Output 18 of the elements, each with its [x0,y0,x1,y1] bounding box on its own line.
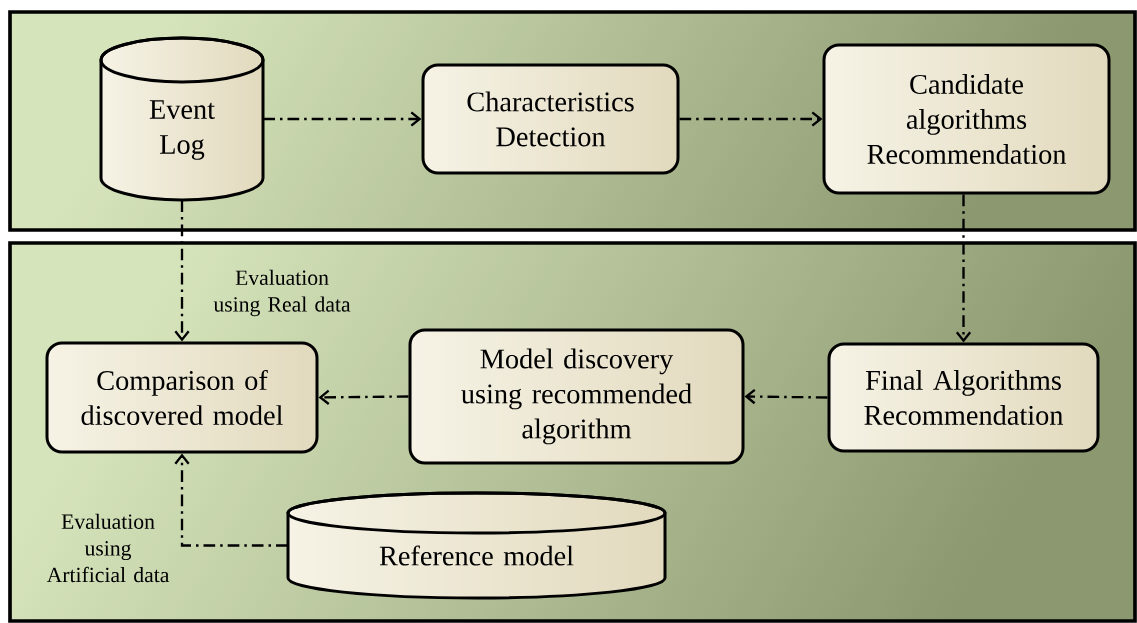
database-cylinder: Reference model [286,491,667,600]
arrow [744,389,828,405]
edge-label: Evaluation using Real data [213,269,351,317]
process-box: Candidate algorithms Recommendation [822,43,1111,195]
panel-background [8,241,1137,623]
arrow [263,111,422,127]
database-cylinder: Event Log [99,36,265,202]
process-box: Characteristics Detection [421,63,680,175]
arrow [174,453,288,547]
process-box: Model discovery using recommended algorithm [408,328,745,465]
arrow [955,194,972,343]
arrow [174,200,190,342]
edge-label: Evaluation using Artificial data [46,513,170,583]
arrow [318,389,409,405]
panel-background [8,10,1137,232]
process-box: Final Algorithms Recommendation [827,342,1100,453]
process-box: Comparison of discovered model [45,341,319,454]
arrow [679,111,823,127]
